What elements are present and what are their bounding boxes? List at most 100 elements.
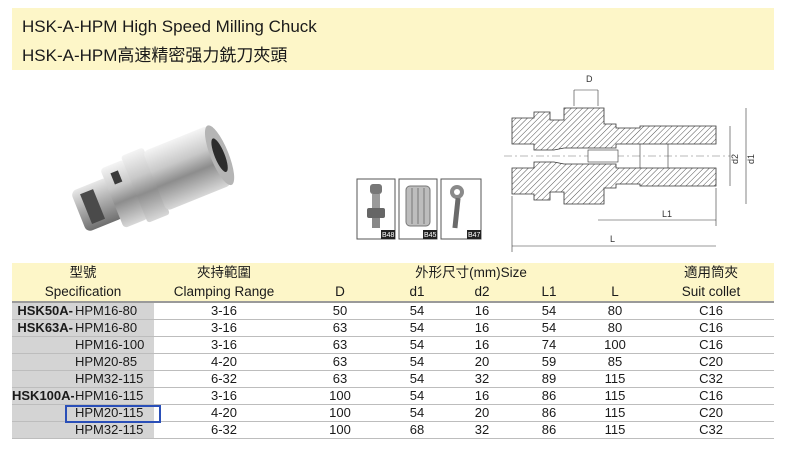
technical-drawing: D d2 d1 L1 L [504,74,756,252]
title-english: HSK-A-HPM High Speed Milling Chuck [22,17,317,36]
cell-model: HPM20-85 [74,353,154,371]
cell-model: HPM16-115 [74,387,154,405]
cell-series [12,336,74,354]
thumbnail-b48-label: B48 [382,232,395,239]
title-band: HSK-A-HPM High Speed Milling Chuck HSK-A… [12,8,774,70]
cell-collet: C16 [648,319,775,337]
thumbnail-b48: B48 [356,178,396,240]
title-chinese: HSK-A-HPM高速精密强力銑刀夾頭 [22,46,288,65]
cell-series [12,353,74,371]
cell-D: 100 [294,404,386,422]
accessory-thumbnails: B48 B45 B47 [356,178,482,240]
cell-L: 115 [582,421,649,439]
cell-L1: 59 [516,353,582,371]
cell-D: 63 [294,370,386,388]
cell-range: 3-16 [154,387,294,405]
cell-model: HPM16-80 [74,301,154,320]
cell-L: 85 [582,353,649,371]
cell-d1: 68 [386,421,448,439]
cell-d2: 20 [448,353,516,371]
cell-L: 115 [582,370,649,388]
cell-L1: 54 [516,319,582,337]
table-row: HPM32-115 6-32 100 68 32 86 115 C32 [12,421,775,439]
thumbnail-b47: B47 [440,178,482,240]
header-d2: d2 [448,282,516,303]
table-row: HPM16-100 3-16 63 54 16 74 100 C16 [12,336,775,354]
cell-D: 50 [294,301,386,320]
table-row: HPM32-115 6-32 63 54 32 89 115 C32 [12,370,775,388]
cell-L: 115 [582,387,649,405]
header-spec-cn: 型號 [12,263,154,282]
dim-label-d2: d2 [730,154,740,164]
thumbnail-b45: B45 [398,178,438,240]
cell-L1: 86 [516,404,582,422]
cell-d1: 54 [386,336,448,354]
dim-label-D: D [586,74,593,84]
cell-d2: 20 [448,404,516,422]
cell-L1: 74 [516,336,582,354]
cell-series: HSK100A- [12,387,74,405]
cell-d2: 32 [448,421,516,439]
header-clamp-en: Clamping Range [154,282,294,303]
thumbnail-b45-label: B45 [424,232,437,239]
table-row: HPM20-115 4-20 100 54 20 86 115 C20 [12,404,775,422]
header-D: D [294,282,386,303]
header-size-group: 外形尺寸(mm)Size [294,263,649,282]
header-collet-cn: 適用筒夾 [648,263,775,282]
cell-range: 4-20 [154,353,294,371]
cell-range: 3-16 [154,319,294,337]
cell-model: HPM16-80 [74,319,154,337]
cell-L: 80 [582,301,649,320]
cell-series: HSK63A- [12,319,74,337]
thumbnail-b47-label: B47 [468,232,481,239]
cell-series [12,404,74,422]
cell-collet: C32 [648,421,775,439]
header-L1: L1 [516,282,582,303]
cell-D: 100 [294,421,386,439]
cell-L1: 89 [516,370,582,388]
header-collet-en: Suit collet [648,282,775,303]
header-L: L [582,282,649,303]
cell-model: HPM32-115 [74,370,154,388]
cell-d1: 54 [386,319,448,337]
cell-D: 63 [294,353,386,371]
cell-L: 80 [582,319,649,337]
highlight-box [65,405,161,423]
cell-range: 6-32 [154,421,294,439]
dim-label-L1: L1 [662,209,672,219]
cell-d2: 16 [448,319,516,337]
header-spec-en: Specification [12,282,154,303]
cell-d1: 54 [386,301,448,320]
cell-d2: 32 [448,370,516,388]
cell-D: 63 [294,319,386,337]
cell-series: HSK50A- [12,301,74,320]
cell-range: 4-20 [154,404,294,422]
dim-label-L: L [610,234,615,244]
table-row: HSK63A- HPM16-80 3-16 63 54 16 54 80 C16 [12,319,775,337]
spec-table: 型號 夾持範圍 外形尺寸(mm)Size 適用筒夾 Specification … [12,263,775,439]
cell-L: 100 [582,336,649,354]
cell-d1: 54 [386,353,448,371]
cell-series [12,421,74,439]
cell-L1: 86 [516,421,582,439]
header-d1: d1 [386,282,448,303]
header-clamp-cn: 夾持範圍 [154,263,294,282]
cell-series [12,370,74,388]
table-row: HSK100A- HPM16-115 3-16 100 54 16 86 115… [12,387,775,405]
table-row: HPM20-85 4-20 63 54 20 59 85 C20 [12,353,775,371]
cell-L1: 54 [516,301,582,320]
cell-range: 6-32 [154,370,294,388]
cell-collet: C16 [648,301,775,320]
cell-collet: C32 [648,370,775,388]
cell-model: HPM16-100 [74,336,154,354]
cell-D: 100 [294,387,386,405]
cell-collet: C20 [648,353,775,371]
cell-collet: C16 [648,387,775,405]
cell-d2: 16 [448,387,516,405]
cell-D: 63 [294,336,386,354]
cell-model: HPM20-115 [74,404,154,422]
cell-collet: C16 [648,336,775,354]
cell-d1: 54 [386,404,448,422]
cell-d1: 54 [386,387,448,405]
cell-model: HPM32-115 [74,421,154,439]
